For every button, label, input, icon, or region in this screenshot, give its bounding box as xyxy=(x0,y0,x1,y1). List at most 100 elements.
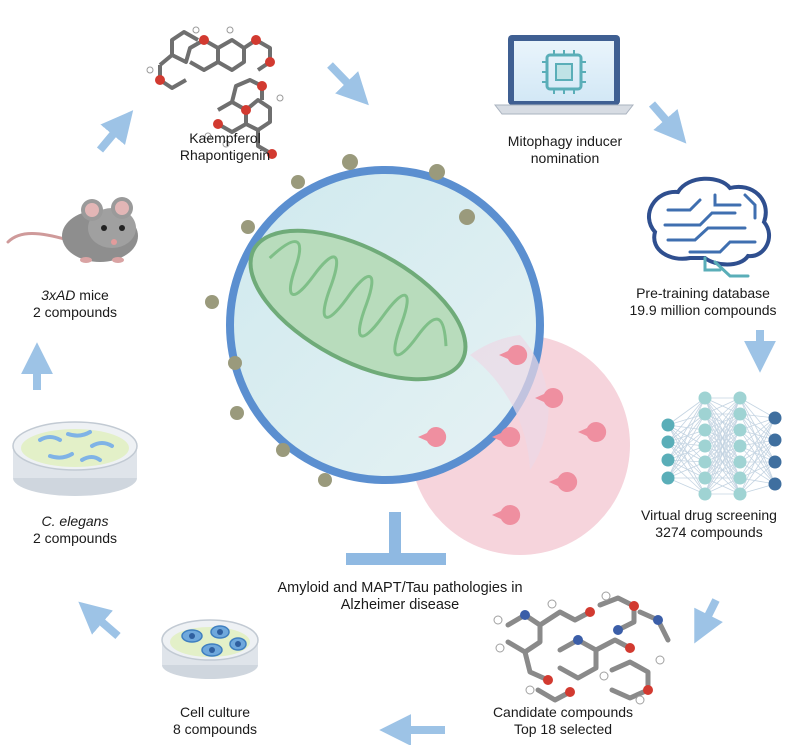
cycle-arrows xyxy=(21,62,776,745)
network-edge xyxy=(704,461,741,495)
network-edge xyxy=(739,417,776,463)
label-pretraining-database: Pre-training database 19.9 million compo… xyxy=(629,285,777,318)
network-edge xyxy=(739,429,776,463)
network-edge xyxy=(739,417,776,495)
label-alzheimer-pathology: Amyloid and MAPT/Tau pathologies in Alzh… xyxy=(277,580,523,613)
laptop-chip-icon xyxy=(493,35,635,115)
circuit-brain-icon xyxy=(647,176,771,278)
arrow-cellculture-to-celegans xyxy=(78,601,121,640)
label-compounds-identified: Kaempferol Rhapontigenin xyxy=(150,130,300,164)
network-edge xyxy=(667,413,706,479)
network-edge xyxy=(667,441,706,479)
petri-dish-worms-icon xyxy=(12,421,138,496)
network-edge xyxy=(704,429,741,495)
label-c-elegans: C. elegans 2 compounds xyxy=(32,513,118,546)
network-node xyxy=(733,455,747,469)
network-node xyxy=(698,439,712,453)
network-node xyxy=(698,391,712,405)
network-edge xyxy=(667,441,706,495)
network-edge xyxy=(704,445,741,495)
network-edge xyxy=(704,397,741,431)
network-edge xyxy=(667,397,706,479)
network-edge xyxy=(667,424,706,463)
network-edge xyxy=(739,397,776,419)
network-edge xyxy=(739,445,776,485)
mouse-icon xyxy=(6,197,138,263)
network-edge xyxy=(667,413,706,461)
network-edge xyxy=(667,445,706,461)
network-edge xyxy=(739,429,776,485)
network-node xyxy=(698,423,712,437)
network-edge xyxy=(667,461,706,479)
network-edge xyxy=(667,445,706,479)
molecule-structure-icon xyxy=(146,26,284,159)
network-node xyxy=(661,471,675,485)
network-edge xyxy=(667,459,706,479)
network-edge xyxy=(704,397,741,463)
network-edge xyxy=(667,424,706,447)
label-cell-culture: Cell culture 8 compounds xyxy=(172,704,258,737)
molecule-cluster-icon xyxy=(493,591,671,705)
network-edge xyxy=(739,461,776,495)
petri-dish-cells-icon xyxy=(161,619,259,679)
arrow-mice-to-compounds xyxy=(96,110,134,153)
network-edge xyxy=(739,413,776,485)
label-kaempferol: Kaempferol xyxy=(189,130,261,146)
network-node xyxy=(733,407,747,421)
network-node xyxy=(733,391,747,405)
label-mice: 3xAD mice 2 compounds xyxy=(32,287,118,320)
network-edge xyxy=(739,439,776,495)
network-node xyxy=(698,471,712,485)
arrow-compounds-to-nomination xyxy=(327,62,369,106)
network-edge xyxy=(667,441,706,463)
network-edge xyxy=(739,413,776,463)
network-edge xyxy=(667,413,706,443)
network-node xyxy=(661,435,675,449)
label-virtual-screening: Virtual drug screening 3274 compounds xyxy=(641,507,777,540)
network-edge xyxy=(667,424,706,479)
neural-network-icon xyxy=(661,391,782,501)
network-node xyxy=(733,471,747,485)
central-cell-illustration xyxy=(205,154,630,555)
network-node xyxy=(661,418,675,432)
network-edge xyxy=(667,397,706,461)
network-node xyxy=(768,411,782,425)
network-node xyxy=(698,455,712,469)
network-edge xyxy=(667,477,706,495)
network-node xyxy=(733,423,747,437)
c-elegans-name: C. elegans xyxy=(41,513,109,529)
mice-strain-name: 3xAD xyxy=(41,287,76,303)
network-node xyxy=(768,433,782,447)
mitochondrion xyxy=(248,228,468,382)
membrane-receptors xyxy=(205,154,475,487)
network-edge xyxy=(667,429,706,461)
network-edge xyxy=(739,417,776,447)
network-edge xyxy=(667,429,706,479)
network-edge xyxy=(739,439,776,479)
network-node xyxy=(733,439,747,453)
lysosomal-enzymes xyxy=(418,345,607,525)
network-edge xyxy=(739,417,776,479)
network-edge xyxy=(739,439,776,463)
network-edge xyxy=(704,397,741,447)
label-candidate-compounds: Candidate compounds Top 18 selected xyxy=(492,704,634,737)
network-edge xyxy=(667,397,706,426)
inhibition-symbol xyxy=(346,512,446,565)
network-edge xyxy=(667,397,706,443)
network-node xyxy=(768,455,782,469)
network-node xyxy=(661,453,675,467)
network-node xyxy=(733,487,747,501)
label-rhapontigenin: Rhapontigenin xyxy=(179,147,271,163)
network-edge xyxy=(667,459,706,495)
network-node xyxy=(698,487,712,501)
label-ai-nomination: Mitophagy inducer nomination xyxy=(507,133,623,166)
network-node xyxy=(698,407,712,421)
arrow-nomination-to-pretraining xyxy=(648,101,687,144)
network-edge xyxy=(739,397,776,463)
network-edge xyxy=(739,413,776,441)
network-node xyxy=(768,477,782,491)
network-edge xyxy=(739,397,776,441)
arrow-screening-to-candidates xyxy=(694,598,723,644)
network-edge xyxy=(739,461,776,485)
